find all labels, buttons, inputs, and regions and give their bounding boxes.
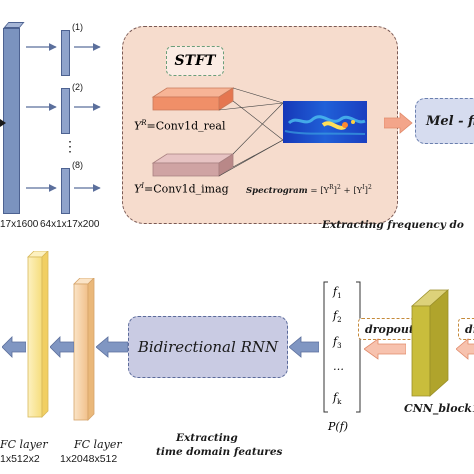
dropout-box-2: dr [458, 318, 474, 340]
branch-arrows [26, 43, 101, 192]
mel-filter-block: Mel - fi [415, 98, 474, 144]
branch-ellipsis: ⋮ [63, 138, 77, 154]
spectrogram-image [283, 101, 367, 143]
feature-vector-bracket [323, 281, 361, 413]
dropout-arrow-2 [456, 338, 474, 360]
fc2-label: FC layer [74, 438, 122, 451]
rnn-to-fc2-arrow [96, 336, 128, 358]
branch-bar-8 [61, 168, 70, 214]
frequency-caption: Extracting frequency do [322, 219, 464, 231]
pf-label: P(f) [328, 420, 349, 433]
feature-f1: f1 [333, 285, 342, 301]
time-caption-line2: time domain features [156, 446, 283, 458]
features-to-rnn-arrow [289, 336, 319, 358]
time-caption-line1: Extracting [176, 432, 238, 444]
spectrogram-equation: Spectrogram = [YR]2 + [YI]2 [246, 184, 372, 196]
feature-f3: f3 [333, 335, 342, 351]
real-conv-label: YR=Conv1d_real [134, 119, 226, 133]
fc-layer-1-bar [27, 251, 49, 418]
dropout-arrow-1 [364, 338, 406, 360]
branch-label-1: (1) [72, 22, 83, 32]
input-bar [3, 28, 20, 214]
fc2-shape: 1x2048x512 [60, 453, 118, 465]
bidirectional-rnn-block: Bidirectional RNN [128, 316, 288, 378]
dropout-box-1: dropout [358, 318, 414, 340]
branch-label-8: (8) [72, 160, 83, 170]
feature-f2: f2 [333, 309, 342, 325]
imag-conv-label: YI=Conv1d_imag [134, 182, 229, 196]
input-shape-label: 17x1600 [0, 219, 39, 230]
branch-bar-2 [61, 88, 70, 134]
fc1-label: FC layer [0, 438, 48, 451]
stft-to-mel-arrow [384, 112, 413, 134]
cnn-block-slab [410, 289, 450, 397]
fc1-output-arrow [2, 336, 26, 358]
stft-title: STFT [166, 46, 224, 76]
fc2-to-fc1-arrow [50, 336, 74, 358]
branch-shape-label: 64x1x17x200 [40, 219, 100, 230]
cnn-block-label: CNN_block1 [404, 402, 474, 415]
feature-fk: fk [333, 391, 342, 407]
feature-ellipsis: … [333, 360, 344, 373]
input-arrow [0, 119, 6, 127]
fc1-shape: 1x512x2 [0, 453, 40, 465]
branch-label-2: (2) [72, 82, 83, 92]
fc-layer-2-bar [73, 278, 95, 421]
branch-bar-1 [61, 30, 70, 76]
